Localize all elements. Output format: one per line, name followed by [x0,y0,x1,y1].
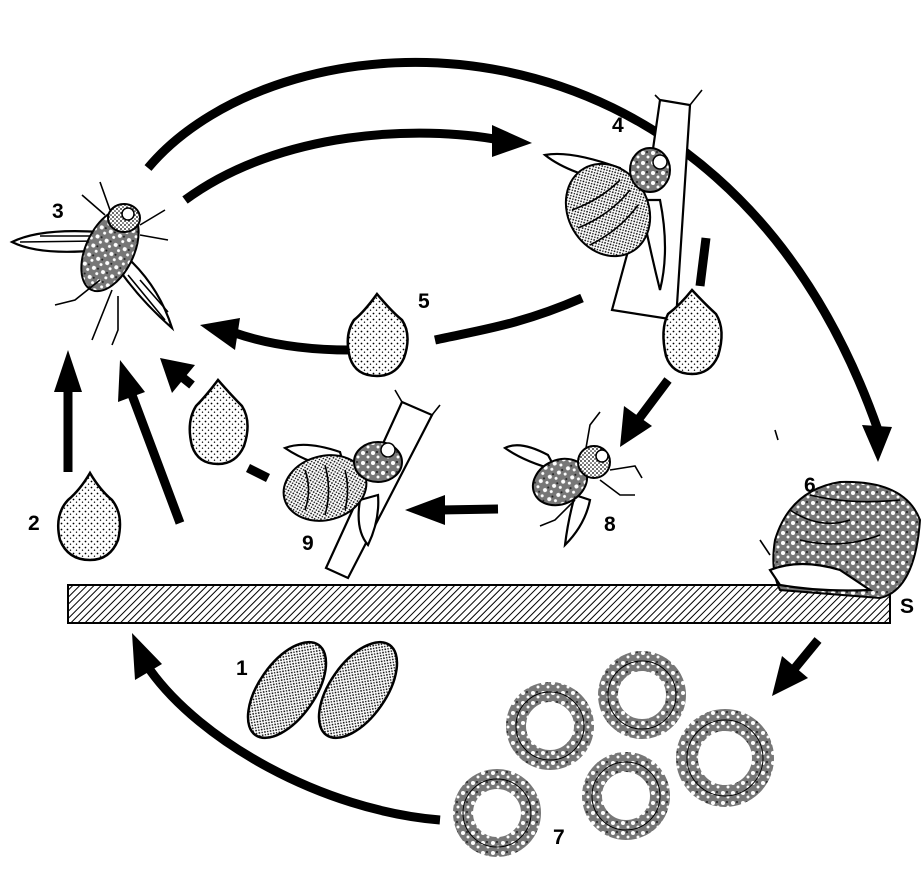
arrow-spore-to-fly8 [638,380,668,420]
stage5-conidium [348,294,408,376]
cycle-arrows [54,62,892,820]
stage6-fly-cadaver [760,430,920,598]
label-stage3: 3 [52,200,64,223]
label-stage5: 5 [418,290,430,313]
label-stage7: 7 [553,826,565,849]
label-stage1: 1 [236,657,248,680]
stage3-fly [12,182,172,345]
arrow-spores-to-fly [435,298,582,340]
stage7-resting-spores [463,661,763,847]
arrow-cadaver-to-resting-spores [795,640,818,668]
label-stage2: 2 [28,512,40,535]
label-stage8: 8 [604,513,616,536]
arrow-soil-to-fly [132,395,180,523]
stage9-infected-fly [276,390,440,578]
soil-layer [68,585,890,623]
arrow-fly-to-cadaver [148,62,878,430]
arrow-fly9-to-spore [248,468,268,478]
arrow-infected-to-spore [700,238,706,286]
label-stage4: 4 [612,114,624,137]
conidium-left [190,380,248,464]
label-stage6: 6 [804,474,816,497]
soil-label: S [900,595,914,618]
stage8-fly [505,412,642,545]
stage2-conidium [58,473,120,560]
arrow-fly8-to-fly9 [440,509,498,510]
arrow-fly-to-infected-fly [185,133,500,200]
label-stage9: 9 [302,532,314,555]
stage1-hyphal-bodies [233,629,413,751]
